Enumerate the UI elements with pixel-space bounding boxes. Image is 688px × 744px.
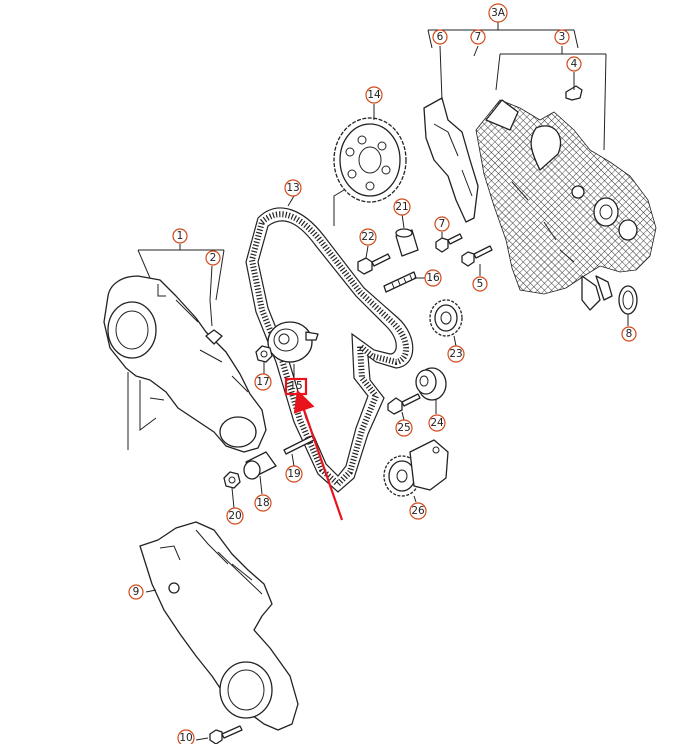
spacer-sleeve [395,228,419,257]
callout-3A: 3A [488,3,508,23]
callout-22: 22 [359,228,377,246]
callout-label: 21 [395,201,408,213]
callout-3: 3 [554,29,570,45]
callout-17: 17 [254,373,272,391]
callout-label: 17 [256,376,269,388]
callout-label: 16 [426,272,440,284]
callout-label: 5 [477,278,484,290]
callout-1: 1 [172,228,188,244]
callout-19: 19 [285,465,303,483]
inner-cover-part6 [423,97,479,223]
callout-2: 2 [205,250,221,266]
seal-ring [618,285,638,315]
cover-bolt-7 [435,233,463,253]
callout-label: 7 [475,31,482,43]
callout-9: 9 [128,584,144,600]
callout-label: 19 [287,468,300,480]
callout-label: 1 [177,230,184,242]
cover-clip [205,329,223,345]
callout-16: 16 [424,269,442,287]
callout-14: 14 [365,86,383,104]
callout-6: 6 [432,29,448,45]
panel-clip [565,85,583,101]
callout-20: 20 [226,507,244,525]
callout-25: 25 [395,419,413,437]
timing-belt [245,207,414,493]
callout-label: 6 [437,31,444,43]
camshaft-sprocket [333,117,407,203]
callout-13: 13 [284,179,302,197]
callout-15: 15 [289,380,302,392]
callout-label: 3A [491,7,506,19]
leader-lines [137,22,629,741]
stud-bolt [383,271,417,293]
callout-label: 26 [411,505,425,517]
callout-label: 7 [439,218,446,230]
idler-bolt [387,393,421,415]
hex-nut [223,471,241,489]
callout-label: 3 [559,31,566,43]
callout-label: 24 [430,417,444,429]
callout-label: 13 [286,182,299,194]
callout-5: 5 [472,276,488,292]
callout-21: 21 [393,198,411,216]
callout-label: 14 [367,89,381,101]
callout-label: 23 [449,348,462,360]
callout-label: 8 [626,328,633,340]
callout-7-top: 7 [470,29,486,45]
callout-4: 4 [566,56,582,72]
callout-label: 2 [210,252,217,264]
tensioner-stud [283,435,315,455]
tensioner-nut [255,345,273,363]
callout-23: 23 [447,345,465,363]
callout-10: 10 [177,729,195,744]
callout-24: 24 [428,414,446,432]
idler-pulley [415,367,447,401]
lower-belt-cover [139,521,299,731]
callout-label: 18 [256,497,269,509]
guide-pulley-23 [429,299,463,337]
belt-tensioner [267,321,319,363]
coolant-pump [383,439,449,497]
callout-label: 22 [361,231,374,243]
lower-cover-bolt [209,725,243,744]
callout-7-lower: 7 [434,216,450,232]
callout-label: 20 [228,510,241,522]
highlight-arrow [293,389,344,521]
callout-label: 9 [133,586,140,598]
rear-timing-cover [475,99,657,311]
cover-bolt-5 [461,245,493,267]
callout-label: 10 [179,732,192,744]
callout-label: 4 [571,58,578,70]
callout-26: 26 [409,502,427,520]
callout-label: 15 [289,380,302,392]
tensioner-bushing [243,451,277,480]
upper-belt-cover [103,275,267,453]
pulley-bolt [357,253,391,275]
callout-label: 25 [397,422,410,434]
callout-18: 18 [254,494,272,512]
callout-8: 8 [621,326,637,342]
